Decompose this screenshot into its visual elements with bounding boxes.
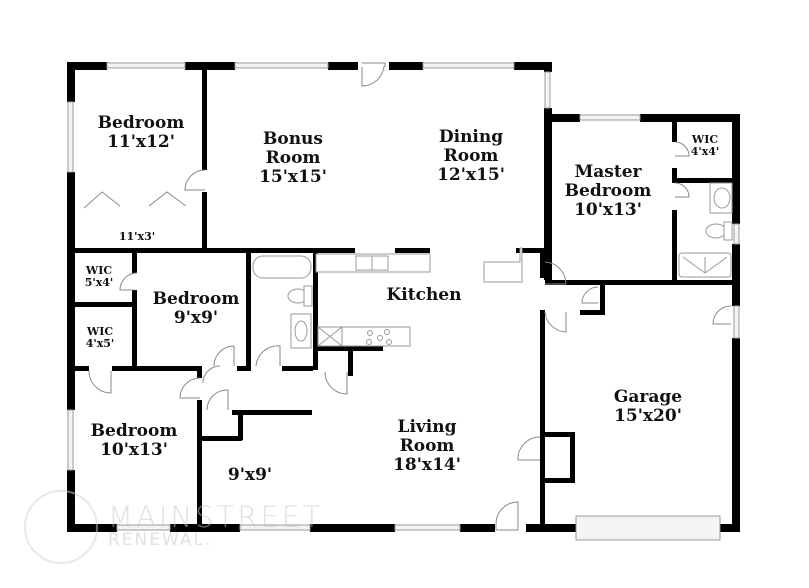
watermark: MAINSTREET RENEWAL. bbox=[108, 500, 324, 550]
watermark-line2: RENEWAL. bbox=[108, 530, 213, 550]
room-label-dining-room: Dining Room 12'x15' bbox=[437, 128, 505, 185]
room-label-bonus-room: Bonus Room 15'x15' bbox=[259, 130, 327, 187]
room-name-line1: Bonus bbox=[262, 129, 323, 149]
room-name-line1: Living bbox=[397, 417, 457, 437]
room-label-bedroom-2: Bedroom 9'x9' bbox=[153, 290, 240, 328]
room-size: 18'x14' bbox=[393, 455, 461, 475]
room-size: 10'x13' bbox=[100, 440, 168, 460]
room-size: 4'x4' bbox=[690, 145, 720, 158]
room-name-line2: Room bbox=[265, 148, 321, 168]
room-label-living-room: Living Room 18'x14' bbox=[393, 418, 461, 475]
watermark-line1: MAINSTREET bbox=[108, 500, 324, 534]
room-name: Bedroom bbox=[97, 113, 185, 133]
room-name: WIC bbox=[86, 325, 114, 338]
room-size: 10'x13' bbox=[574, 200, 642, 220]
windows bbox=[67, 62, 740, 541]
room-label-bedroom-3: Bedroom 10'x13' bbox=[91, 422, 178, 460]
room-name-line2: Bedroom bbox=[564, 181, 652, 201]
room-name: WIC bbox=[85, 264, 113, 277]
doors bbox=[83, 62, 732, 531]
room-size: 15'x20' bbox=[614, 406, 682, 426]
room-label-closet: 11'x3' bbox=[119, 231, 155, 243]
room-size: 9'x9' bbox=[173, 308, 219, 328]
room-size: 12'x15' bbox=[437, 165, 505, 185]
fixtures bbox=[252, 182, 733, 349]
room-name: Bedroom bbox=[152, 289, 240, 309]
room-name: Bedroom bbox=[90, 421, 178, 441]
room-label-master-bedroom: Master Bedroom 10'x13' bbox=[565, 163, 652, 220]
room-label-wic-3: WIC 4'x5' bbox=[86, 326, 115, 350]
room-name: Kitchen bbox=[386, 285, 462, 305]
watermark-logo-icon bbox=[24, 490, 98, 564]
room-name: WIC bbox=[691, 133, 719, 146]
room-label-9x9: 9'x9' bbox=[228, 466, 272, 485]
room-name-line1: Dining bbox=[438, 127, 504, 147]
room-label-master-wic: WIC 4'x4' bbox=[691, 134, 720, 158]
room-name: Garage bbox=[613, 387, 683, 407]
room-name-line1: Master bbox=[574, 162, 642, 182]
room-label-kitchen: Kitchen bbox=[387, 286, 462, 305]
room-size: 11'x12' bbox=[107, 132, 175, 152]
room-size: 5'x4' bbox=[84, 276, 114, 289]
room-name-line2: Room bbox=[399, 436, 455, 456]
room-label-wic-2: WIC 5'x4' bbox=[85, 265, 114, 289]
interior-walls bbox=[67, 62, 740, 530]
room-name-line2: Room bbox=[443, 146, 499, 166]
room-label-bedroom-1: Bedroom 11'x12' bbox=[98, 114, 185, 152]
room-size: 4'x5' bbox=[85, 337, 115, 350]
room-size: 11'x3' bbox=[118, 230, 156, 243]
room-label-garage: Garage 15'x20' bbox=[614, 388, 682, 426]
room-size: 15'x15' bbox=[259, 167, 327, 187]
room-size: 9'x9' bbox=[227, 465, 273, 485]
